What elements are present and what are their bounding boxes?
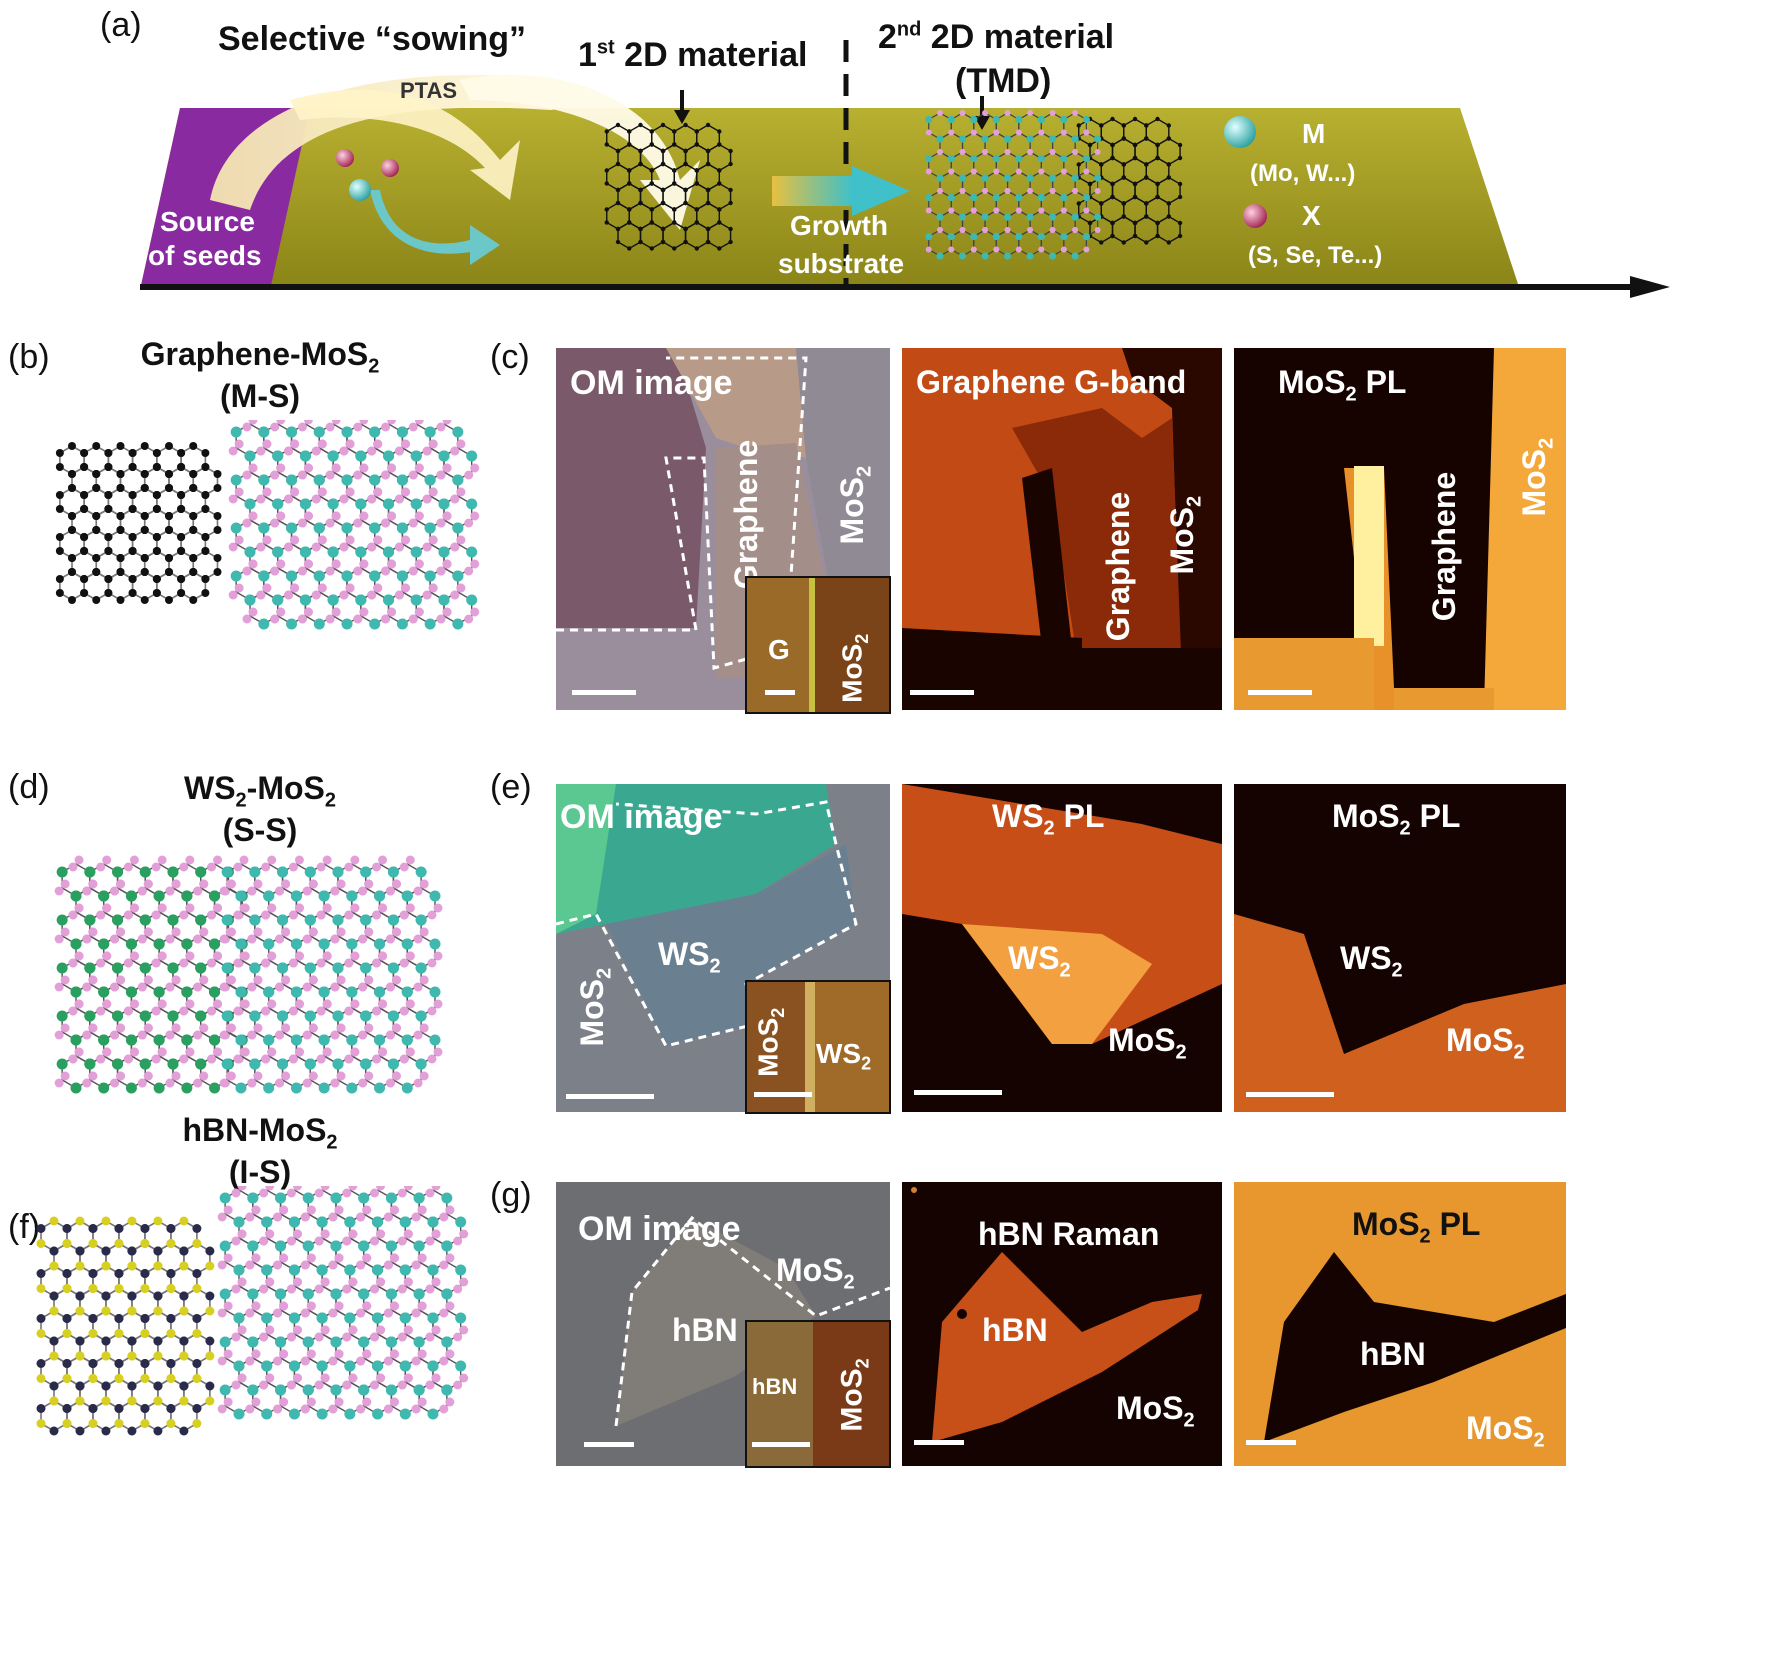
c-om-mos2-label: MoS2 bbox=[834, 465, 876, 545]
c-pl-scale-bar bbox=[1248, 690, 1312, 695]
e-mos2-pl-ws2-label: WS2 bbox=[1340, 940, 1403, 982]
g-om-title: OM image bbox=[578, 1210, 741, 1248]
g-inset-scale-bar bbox=[752, 1442, 810, 1447]
c-om-title: OM image bbox=[570, 364, 733, 402]
panel-d-subtitle: (S-S) bbox=[222, 812, 298, 848]
first-material-lattice bbox=[604, 122, 733, 251]
e-om-ws2-label: WS2 bbox=[658, 936, 721, 978]
g-raman-scale-bar bbox=[914, 1440, 964, 1445]
c-mos2-pl-map bbox=[1234, 348, 1566, 710]
e-ws2-pl-ws2-label: WS2 bbox=[1008, 940, 1071, 982]
c-pl-mos2-label: MoS2 bbox=[1516, 437, 1558, 517]
c-gband-scale-bar bbox=[910, 690, 974, 695]
panel-d-label: (d) bbox=[8, 768, 50, 806]
second-material-lattice bbox=[925, 110, 1183, 260]
e-ws2-pl-scale-bar bbox=[914, 1090, 1002, 1095]
e-ws2-pl-map bbox=[902, 784, 1222, 1112]
c-om-scale-bar bbox=[572, 690, 636, 695]
panel-f-subtitle: (I-S) bbox=[228, 1154, 292, 1190]
graphene-mos2-lattice bbox=[55, 420, 480, 630]
c-inset-mos2-label: MoS2 bbox=[836, 633, 872, 703]
g-raman-mos2-label: MoS2 bbox=[1116, 1390, 1195, 1432]
g-mos2-pl-map bbox=[1234, 1182, 1566, 1466]
legend-x-detail: (S, Se, Te...) bbox=[1248, 242, 1383, 269]
e-om-inset bbox=[745, 980, 891, 1114]
panel-d-title: WS2-MoS2 bbox=[184, 770, 336, 812]
panel-b-label: (b) bbox=[8, 338, 50, 376]
e-inset-mos2-label: MoS2 bbox=[752, 1007, 788, 1077]
legend-m-detail: (Mo, W...) bbox=[1250, 160, 1356, 187]
g-raman-title: hBN Raman bbox=[978, 1216, 1160, 1252]
second-material-label: 2nd 2D material bbox=[878, 18, 1115, 56]
metal-atom-legend-icon bbox=[1224, 116, 1256, 148]
source-label-line1: Source bbox=[160, 206, 255, 237]
hbn-mos2-lattice bbox=[36, 1186, 469, 1436]
ws2-mos2-lattice bbox=[54, 855, 443, 1094]
c-pl-title: MoS2 PL bbox=[1278, 364, 1407, 406]
e-om-mos2-label: MoS2 bbox=[574, 967, 616, 1047]
g-om-scale-bar bbox=[584, 1442, 634, 1447]
c-gband-graphene-label: Graphene bbox=[1100, 491, 1137, 642]
sowing-label: Selective “sowing” bbox=[218, 20, 526, 58]
e-mos2-pl-title: MoS2 PL bbox=[1332, 798, 1461, 840]
tmd-label: (TMD) bbox=[955, 62, 1052, 100]
legend-x-label: X bbox=[1302, 200, 1321, 231]
g-hbn-raman-map bbox=[902, 1182, 1222, 1466]
e-inset-ws2-label: WS2 bbox=[816, 1038, 872, 1074]
growth-label-line1: Growth bbox=[790, 210, 888, 241]
legend-m-label: M bbox=[1302, 118, 1326, 149]
g-pl-title: MoS2 PL bbox=[1352, 1206, 1481, 1248]
e-ws2-pl-title: WS2 PL bbox=[992, 798, 1105, 840]
g-inset-mos2-label: MoS2 bbox=[835, 1358, 873, 1432]
e-ws2-pl-mos2-label: MoS2 bbox=[1108, 1022, 1187, 1064]
c-om-inset bbox=[745, 576, 891, 714]
e-mos2-pl-map bbox=[1234, 784, 1566, 1112]
chalcogen-atom-legend-icon bbox=[1243, 204, 1267, 228]
panel-a-label: (a) bbox=[100, 6, 142, 44]
panel-g-label: (g) bbox=[490, 1176, 532, 1214]
schematic-illustration bbox=[140, 40, 1670, 298]
c-inset-scale-bar bbox=[765, 690, 795, 695]
panel-b-subtitle: (M-S) bbox=[220, 378, 300, 414]
panel-e-label: (e) bbox=[490, 768, 532, 806]
g-raman-hbn-label: hBN bbox=[982, 1312, 1048, 1348]
g-pl-scale-bar bbox=[1246, 1440, 1296, 1445]
g-om-hbn-label: hBN bbox=[672, 1312, 738, 1348]
e-inset-scale-bar bbox=[754, 1092, 812, 1097]
ptas-label: PTAS bbox=[400, 78, 458, 103]
c-gband-map bbox=[902, 348, 1222, 710]
first-material-label: 1st 2D material bbox=[578, 36, 808, 74]
g-pl-hbn-label: hBN bbox=[1360, 1336, 1426, 1372]
c-pl-graphene-label: Graphene bbox=[1426, 471, 1463, 622]
g-inset-hbn-label: hBN bbox=[752, 1374, 798, 1399]
c-gband-mos2-label: MoS2 bbox=[1164, 495, 1206, 575]
panel-f-label: (f) bbox=[8, 1208, 41, 1246]
c-gband-title: Graphene G-band bbox=[916, 364, 1187, 400]
c-inset-g-label: G bbox=[768, 634, 790, 665]
source-label-line2: of seeds bbox=[148, 240, 262, 271]
e-om-title: OM image bbox=[560, 798, 723, 836]
e-mos2-pl-scale-bar bbox=[1246, 1092, 1334, 1097]
g-pl-mos2-label: MoS2 bbox=[1466, 1410, 1545, 1452]
panel-b-title: Graphene-MoS2 bbox=[140, 336, 380, 378]
panel-f-title: hBN-MoS2 bbox=[182, 1112, 338, 1154]
c-om-graphene-label: Graphene bbox=[728, 439, 765, 590]
e-om-scale-bar bbox=[566, 1094, 654, 1099]
growth-label-line2: substrate bbox=[778, 248, 905, 279]
e-mos2-pl-mos2-label: MoS2 bbox=[1446, 1022, 1525, 1064]
panel-c-label: (c) bbox=[490, 338, 530, 376]
g-om-mos2-label: MoS2 bbox=[776, 1252, 855, 1294]
